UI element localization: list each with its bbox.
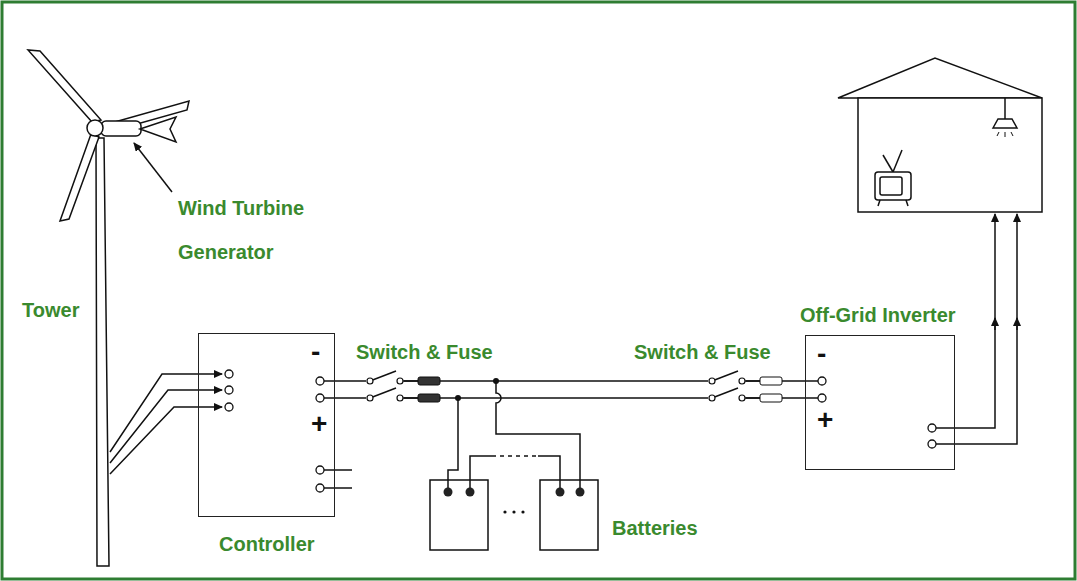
leader-arrow: [134, 143, 172, 192]
tower: [96, 138, 109, 566]
polarity-sign: +: [817, 406, 833, 434]
part-label: Switch & Fuse: [634, 340, 771, 364]
box-heading: Off-Grid Inverter: [800, 303, 956, 327]
battery-taps: [448, 381, 580, 488]
terminal-leads: [324, 381, 818, 488]
part-label: Switch & Fuse: [356, 340, 493, 364]
inverter-box: Off-Grid Inverter-+: [805, 335, 955, 470]
junction-dot: [493, 378, 499, 384]
generator-wires: [110, 374, 222, 474]
part-label: Batteries: [612, 516, 698, 540]
switch-fuse: [708, 371, 782, 406]
wind-turbine: [28, 50, 189, 221]
part-label: Tower: [22, 298, 79, 322]
lamp-icon: [993, 98, 1017, 137]
polarity-sign: -: [311, 338, 320, 366]
house: [838, 58, 1042, 212]
ac-output-wires: [936, 214, 1017, 444]
junction-dot: [455, 395, 461, 401]
switch-fuse: [366, 371, 440, 406]
box-heading: Controller: [219, 532, 315, 556]
part-label: Wind Turbine Generator: [178, 186, 328, 274]
terminals: [225, 370, 936, 492]
polarity-sign: +: [311, 410, 327, 438]
controller-box: Controller-+: [198, 333, 335, 517]
polarity-sign: -: [817, 340, 826, 368]
tv-icon: [875, 150, 911, 206]
